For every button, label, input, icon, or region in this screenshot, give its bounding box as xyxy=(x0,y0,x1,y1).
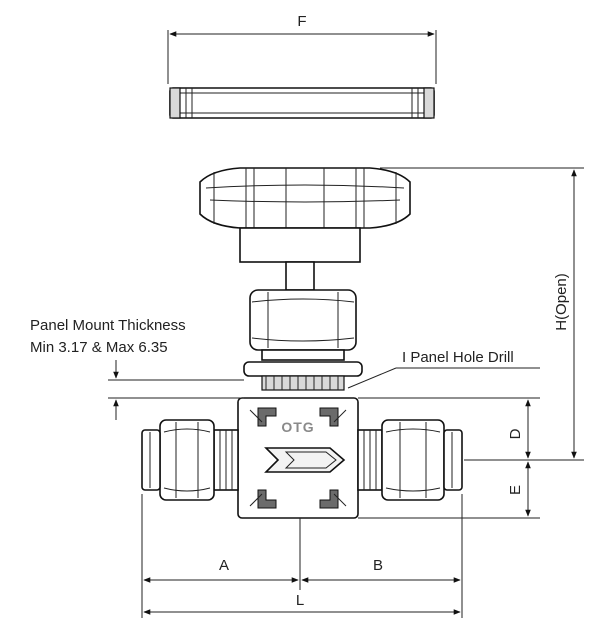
dim-label-d: D xyxy=(507,428,524,439)
panel-nut xyxy=(243,361,363,391)
handwheel xyxy=(199,167,411,229)
right-fitting xyxy=(357,419,463,501)
panel-thickness-range: Min 3.17 & Max 6.35 xyxy=(30,339,168,356)
bonnet-upper xyxy=(239,227,361,291)
dimension-a-b: A B xyxy=(141,494,463,618)
brand-mark: OTG xyxy=(281,419,314,435)
dim-label-e: E xyxy=(507,485,524,495)
dim-label-l: L xyxy=(296,592,304,609)
panel-mount-annotation: Panel Mount Thickness Min 3.17 & Max 6.3… xyxy=(30,317,244,420)
valve-body: OTG xyxy=(237,397,359,519)
dim-label-f: F xyxy=(297,13,306,30)
dimension-l: L xyxy=(143,592,461,615)
left-fitting xyxy=(141,419,239,501)
panel-thickness-label: Panel Mount Thickness xyxy=(30,317,186,334)
handle-bar xyxy=(169,87,435,119)
dim-label-b: B xyxy=(373,557,383,574)
dimension-d: D xyxy=(358,397,540,459)
bonnet-nut xyxy=(249,289,357,361)
dim-label-a: A xyxy=(219,557,229,574)
dimension-f: F xyxy=(167,13,437,84)
dimension-h: H(Open) xyxy=(380,167,584,461)
panel-hole-label: I Panel Hole Drill xyxy=(402,349,514,366)
panel-hole-annotation: I Panel Hole Drill xyxy=(347,349,540,389)
dim-label-h: H(Open) xyxy=(553,273,570,331)
dimension-e: E xyxy=(358,461,540,519)
